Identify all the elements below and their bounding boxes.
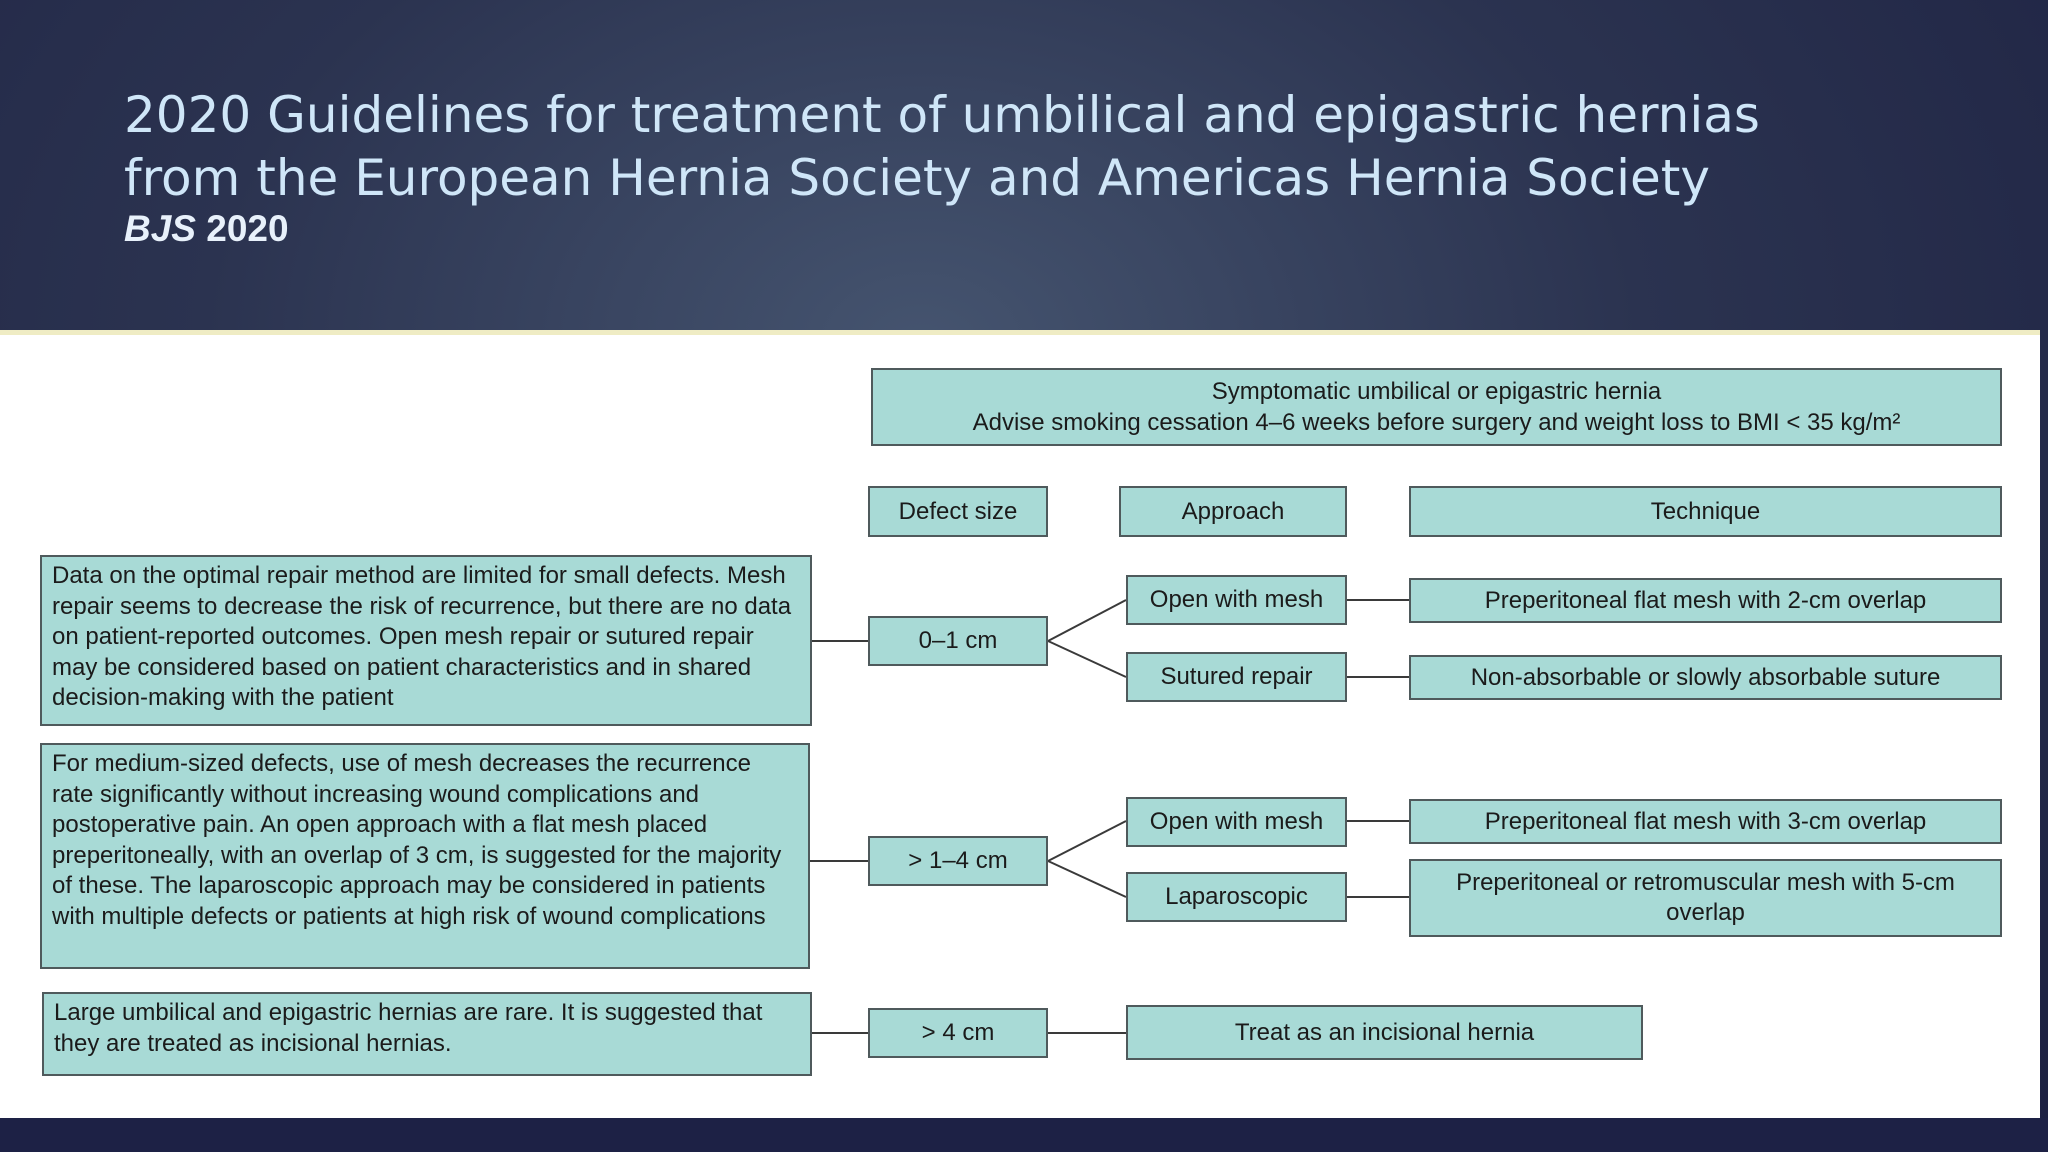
- title-line-1: 2020 Guidelines for treatment of umbilic…: [124, 86, 1760, 144]
- flowchart-panel: Symptomatic umbilical or epigastric hern…: [0, 330, 2040, 1118]
- title-line-2: from the European Hernia Society and Ame…: [124, 149, 1710, 207]
- defect-size-large: > 4 cm: [868, 1008, 1048, 1058]
- note-large-defects: Large umbilical and epigastric hernias a…: [42, 992, 812, 1076]
- technique-small-suture: Non-absorbable or slowly absorbable sutu…: [1409, 655, 2002, 700]
- defect-size-small: 0–1 cm: [868, 616, 1048, 666]
- column-header-technique: Technique: [1409, 486, 2002, 537]
- header-line-2: Advise smoking cessation 4–6 weeks befor…: [972, 409, 1901, 436]
- technique-small-mesh: Preperitoneal flat mesh with 2-cm overla…: [1409, 578, 2002, 623]
- citation-year: 2020: [206, 208, 289, 249]
- connector-medium-branch-1: [1047, 820, 1127, 862]
- note-medium-defects: For medium-sized defects, use of mesh de…: [40, 743, 810, 969]
- approach-small-sutured: Sutured repair: [1126, 652, 1347, 702]
- header-box: Symptomatic umbilical or epigastric hern…: [871, 368, 2002, 446]
- bottom-band: [0, 1118, 2048, 1152]
- citation: BJS 2020: [124, 208, 289, 250]
- technique-medium-mesh: Preperitoneal flat mesh with 3-cm overla…: [1409, 799, 2002, 844]
- approach-small-open-mesh: Open with mesh: [1126, 575, 1347, 625]
- header-line-1: Symptomatic umbilical or epigastric hern…: [1211, 378, 1662, 405]
- column-header-approach: Approach: [1119, 486, 1347, 537]
- approach-medium-open-mesh: Open with mesh: [1126, 797, 1347, 847]
- connector-medium-branch-2: [1047, 860, 1127, 898]
- journal-name: BJS: [124, 208, 196, 249]
- defect-size-medium: > 1–4 cm: [868, 836, 1048, 886]
- connector-small-branch-2: [1047, 640, 1127, 678]
- approach-medium-laparoscopic: Laparoscopic: [1126, 872, 1347, 922]
- connector-lines: [809, 599, 1409, 1034]
- approach-large-incisional: Treat as an incisional hernia: [1126, 1005, 1643, 1060]
- technique-medium-laparoscopic: Preperitoneal or retromuscular mesh with…: [1409, 859, 2002, 937]
- column-header-defect-size: Defect size: [868, 486, 1048, 537]
- connector-small-branch-1: [1047, 599, 1127, 642]
- note-small-defects: Data on the optimal repair method are li…: [40, 555, 812, 726]
- slide-title: 2020 Guidelines for treatment of umbilic…: [124, 84, 1824, 210]
